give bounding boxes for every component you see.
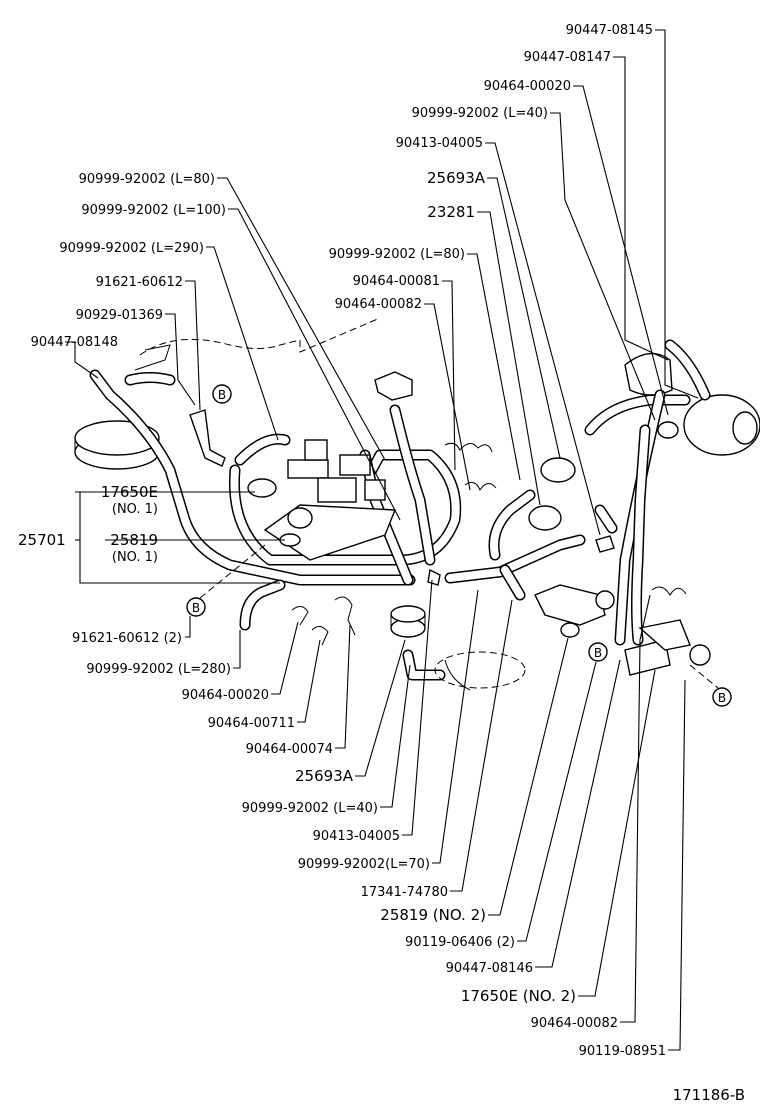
part-label: 90447-08146	[446, 961, 533, 976]
part-label: 17341-74780	[361, 885, 448, 900]
part-label: 25819	[110, 531, 158, 549]
part-label: 90999-92002 (L=40)	[412, 106, 548, 121]
part-label: 90413-04005	[396, 136, 483, 151]
left-assembly-drawing	[74, 317, 586, 691]
svg-text:B: B	[594, 646, 602, 660]
part-label: 91621-60612	[96, 275, 183, 290]
part-label: 25693A	[427, 169, 486, 187]
part-label: 90999-92002 (L=40)	[242, 801, 378, 816]
part-label: 25693A	[295, 767, 354, 785]
svg-text:B: B	[218, 388, 226, 402]
part-label: 23281	[427, 203, 475, 221]
part-label: 90464-00020	[182, 688, 269, 703]
part-label: 90999-92002 (L=290)	[59, 241, 204, 256]
part-label: 90464-00711	[208, 716, 295, 731]
part-label: 90119-06406 (2)	[405, 935, 515, 950]
part-label: 90464-00082	[531, 1016, 618, 1031]
part-label: 17650E	[101, 483, 158, 501]
part-label: 17650E (NO. 2)	[461, 987, 576, 1005]
part-label: 90413-04005	[313, 829, 400, 844]
callout-b-1: B	[212, 384, 232, 404]
part-label: 90119-08951	[579, 1044, 666, 1059]
svg-text:B: B	[718, 691, 726, 705]
part-label: 90999-92002 (L=80)	[329, 247, 465, 262]
part-label: 90464-00082	[335, 297, 422, 312]
svg-text:B: B	[192, 601, 200, 615]
part-label: 90929-01369	[76, 308, 163, 323]
part-label: 90999-92002 (L=100)	[81, 203, 226, 218]
part-label: (NO. 1)	[112, 550, 158, 565]
part-label: 90464-00081	[353, 274, 440, 289]
callout-b-4: B	[712, 687, 732, 707]
part-label: 90447-08148	[31, 335, 118, 350]
part-label: 90447-08147	[524, 50, 611, 65]
callout-b-3: B	[588, 642, 608, 662]
part-label: 90464-00020	[484, 79, 571, 94]
part-label: 90999-92002 (L=80)	[79, 172, 215, 187]
callout-b-2: B	[186, 597, 206, 617]
diagram-id: 171186-B	[673, 1086, 745, 1104]
part-label: 90999-92002 (L=280)	[86, 662, 231, 677]
part-label: 25819 (NO. 2)	[380, 906, 486, 924]
part-label: (NO. 1)	[112, 502, 158, 517]
right-assembly-drawing	[528, 339, 760, 689]
leader-lines	[65, 29, 699, 1051]
part-label: 90464-00074	[246, 742, 333, 757]
part-label: 90999-92002(L=70)	[298, 857, 430, 872]
part-labels: 90447-08145 90447-08147 90464-00020 9099…	[18, 23, 745, 1104]
part-label: 90447-08145	[566, 23, 653, 38]
part-label: 91621-60612 (2)	[72, 631, 182, 646]
part-label: 25701	[18, 531, 66, 549]
